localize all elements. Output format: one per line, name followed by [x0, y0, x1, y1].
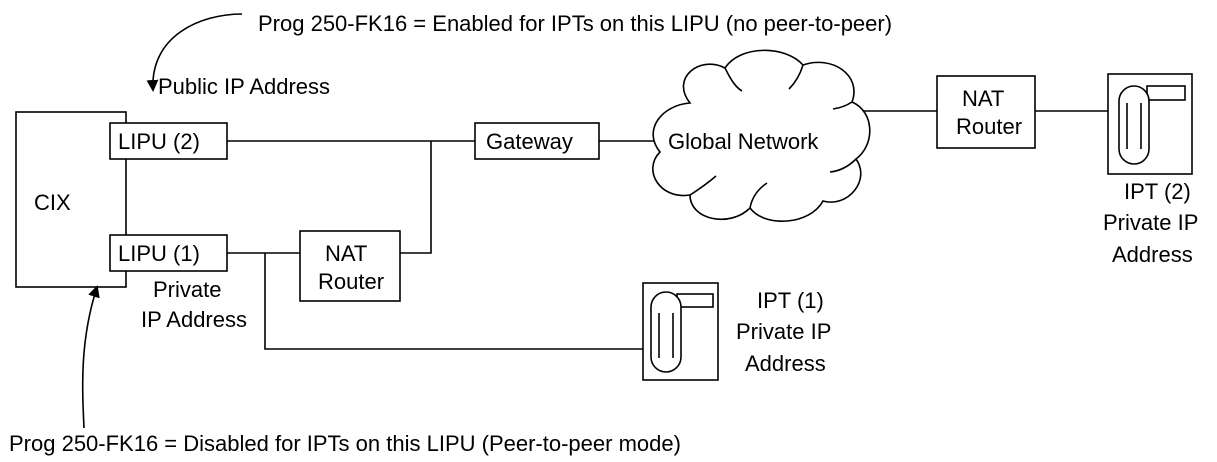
lipu2-box [109, 122, 228, 160]
nat-router-local-label-line1: NAT [325, 241, 367, 266]
ipt2-label-line1: IPT (2) [1124, 179, 1191, 204]
cix-label: CIX [34, 190, 71, 215]
bottom-note-arrow [81, 285, 100, 429]
ipt1-label-line3: Address [745, 351, 826, 376]
top-note-label: Prog 250-FK16 = Enabled for IPTs on this… [258, 11, 892, 36]
nat-router-remote-label-line1: NAT [962, 86, 1004, 111]
cloud-icon [652, 49, 871, 222]
public-ip-label: Public IP Address [158, 74, 330, 99]
nat-router-local-label-line2: Router [318, 269, 384, 294]
top-note-arrow [146, 13, 243, 92]
lipu1-to-ipt1-line [264, 253, 643, 350]
ipt2-label-line3: Address [1112, 242, 1193, 267]
nat-router-local-box [299, 230, 401, 302]
cloud-inner-detail-6 [689, 175, 717, 196]
bottom-note-label: Prog 250-FK16 = Disabled for IPTs on thi… [9, 431, 681, 456]
nat-router-remote-label-line2: Router [956, 114, 1022, 139]
cloud-inner-detail-2 [788, 64, 804, 90]
cloud-inner-detail-4 [829, 158, 857, 173]
lipu1-box [109, 234, 228, 272]
gateway-label: Gateway [486, 129, 573, 154]
lipu1-private-label-line2: IP Address [141, 307, 247, 332]
cloud-inner-detail-3 [832, 101, 853, 110]
ipt1-label-line2: Private IP [736, 319, 831, 344]
ipt1-label-line1: IPT (1) [757, 288, 824, 313]
lipu1-private-label-line1: Private [153, 277, 221, 302]
ipt2-label-line2: Private IP [1103, 210, 1198, 235]
cix-box [15, 111, 127, 288]
ip-phone-icon [1107, 73, 1193, 175]
ip-phone-icon [642, 282, 719, 381]
cloud-inner-detail-1 [724, 67, 743, 92]
cloud-inner-detail-5 [749, 182, 768, 209]
cloud-label: Global Network [668, 129, 819, 154]
nat-router-remote-box [936, 75, 1036, 149]
lipu2-label: LIPU (2) [118, 129, 200, 154]
lipu1-label: LIPU (1) [118, 241, 200, 266]
gateway-box [474, 122, 600, 160]
nat-to-gateway-line [400, 141, 432, 254]
